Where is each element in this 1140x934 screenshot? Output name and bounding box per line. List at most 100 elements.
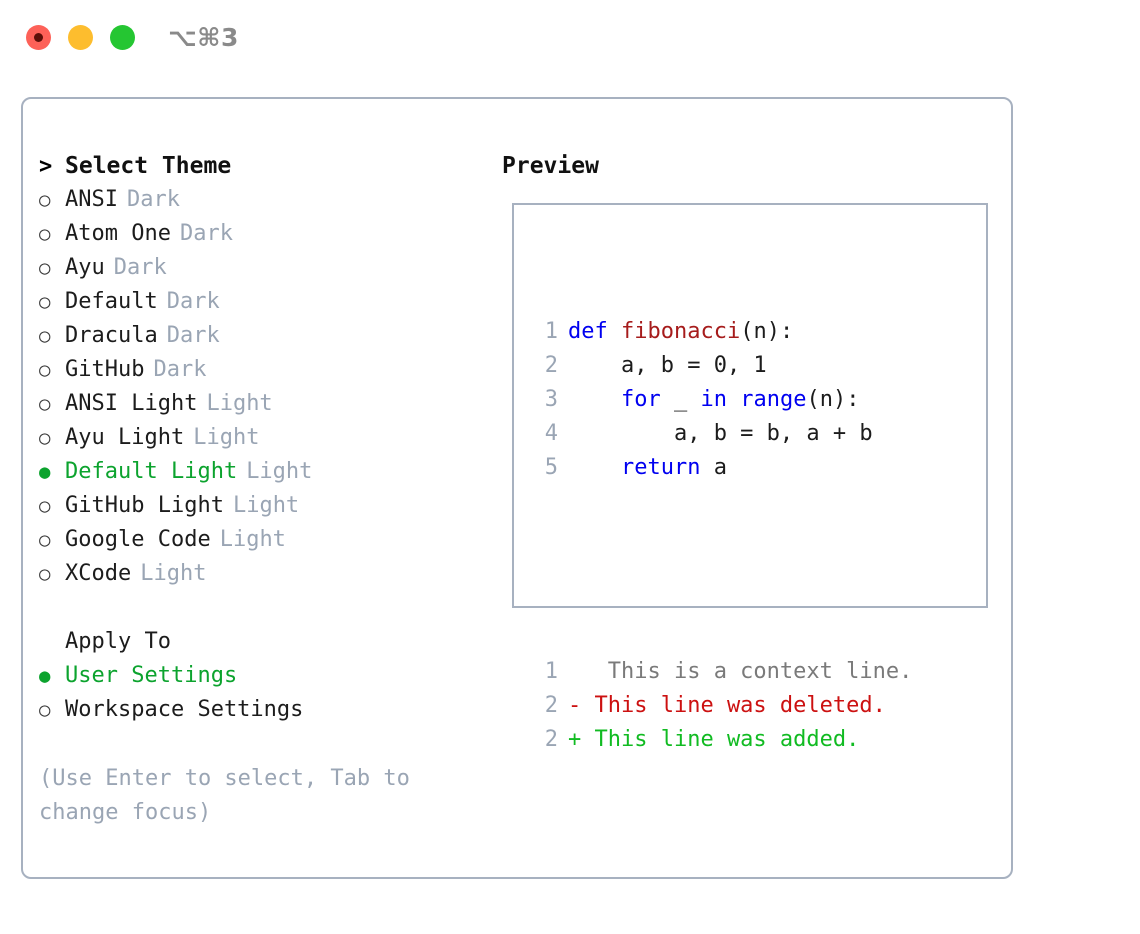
apply-to-option-label: User Settings: [65, 663, 238, 688]
list-spacer: [39, 591, 479, 625]
theme-list-item[interactable]: ○ XCode Light: [39, 557, 479, 591]
theme-name: Atom One: [65, 221, 171, 246]
title-bar: ⌥⌘3: [0, 0, 1140, 78]
theme-variant-badge: Dark: [126, 187, 180, 212]
code-token: fibonacci: [620, 319, 741, 344]
theme-list-item[interactable]: ○ Dracula Dark: [39, 319, 479, 353]
theme-name: ANSI: [65, 187, 118, 212]
diff-block: 1 This is a context line. 2 - This line wa…: [522, 655, 913, 757]
theme-name: Ayu Light: [65, 425, 185, 450]
theme-variant-badge: Dark: [153, 357, 207, 382]
code-token: [568, 455, 621, 480]
code-line: 2 a, b = 0, 1: [522, 349, 912, 383]
diff-line-text: This is a context line.: [568, 659, 913, 684]
theme-list-item[interactable]: ○ ANSI Light Light: [39, 387, 479, 421]
theme-variant-badge: Light: [140, 561, 207, 586]
radio-unselected-icon: ○: [39, 257, 51, 279]
code-line-text: a, b = 0, 1: [568, 349, 767, 383]
code-token: (n):: [740, 319, 794, 344]
code-token: a, b = 0, 1: [568, 353, 767, 378]
radio-selected-icon: ●: [39, 461, 51, 483]
apply-to-option[interactable]: ● User Settings: [39, 659, 479, 693]
radio-selected-icon: ●: [39, 665, 51, 687]
code-token: [568, 387, 621, 412]
code-token: return: [620, 455, 701, 480]
line-number: 1: [544, 659, 558, 684]
radio-unselected-icon: ○: [39, 291, 51, 313]
radio-unselected-icon: ○: [39, 427, 51, 449]
apply-to-header: Apply To: [39, 625, 479, 659]
theme-name: GitHub: [65, 357, 145, 382]
minimize-window-button[interactable]: [68, 25, 93, 50]
theme-variant-badge: Dark: [166, 323, 220, 348]
theme-name: GitHub Light: [65, 493, 224, 518]
radio-unselected-icon: ○: [39, 529, 51, 551]
caret-icon: >: [39, 154, 53, 179]
theme-list-item[interactable]: ○ Ayu Dark: [39, 251, 479, 285]
preview-title: Preview: [502, 153, 599, 179]
line-number: 2: [544, 727, 558, 752]
diff-line-text: - This line was deleted.: [568, 693, 886, 718]
keyboard-hint-text: (Use Enter to select, Tab to change focu…: [39, 766, 424, 825]
code-line-text: a, b = b, a + b: [568, 417, 873, 451]
theme-list-item[interactable]: ○ Default Dark: [39, 285, 479, 319]
apply-to-title: Apply To: [65, 629, 171, 654]
radio-unselected-icon: ○: [39, 223, 51, 245]
theme-variant-badge: Dark: [179, 221, 233, 246]
theme-variant-badge: Dark: [113, 255, 167, 280]
theme-name: ANSI Light: [65, 391, 198, 416]
theme-list-item[interactable]: ○ Ayu Light Light: [39, 421, 479, 455]
code-token: range: [740, 387, 807, 412]
theme-variant-badge: Light: [219, 527, 286, 552]
close-window-button[interactable]: [26, 25, 51, 50]
code-token: a: [700, 455, 727, 480]
code-line: 3 for _ in range(n):: [522, 383, 912, 417]
code-line-text: return a: [568, 451, 727, 485]
code-token: (n):: [806, 387, 860, 412]
theme-list-item[interactable]: ○ GitHub Light Light: [39, 489, 479, 523]
code-token: def: [568, 319, 621, 344]
radio-unselected-icon: ○: [39, 393, 51, 415]
theme-variant-badge: Light: [193, 425, 260, 450]
keyboard-shortcut-label: ⌥⌘3: [168, 23, 239, 52]
traffic-light-controls: [26, 25, 135, 50]
maximize-window-button[interactable]: [110, 25, 135, 50]
radio-unselected-icon: ○: [39, 699, 51, 721]
line-number: 5: [544, 455, 558, 480]
line-number: 2: [544, 693, 558, 718]
theme-list-item[interactable]: ○ Atom One Dark: [39, 217, 479, 251]
code-line-text: def fibonacci(n):: [568, 315, 793, 349]
radio-unselected-icon: ○: [39, 189, 51, 211]
radio-unselected-icon: ○: [39, 325, 51, 347]
apply-to-option-label: Workspace Settings: [65, 697, 304, 722]
radio-unselected-icon: ○: [39, 563, 51, 585]
theme-variant-badge: Light: [206, 391, 273, 416]
diff-line-text: + This line was added.: [568, 727, 860, 752]
code-line: 1 def fibonacci(n):: [522, 315, 912, 349]
radio-unselected-icon: ○: [39, 495, 51, 517]
theme-list-item[interactable]: ○ ANSI Dark: [39, 183, 479, 217]
code-line: 5 return a: [522, 451, 912, 485]
theme-name: Default: [65, 289, 158, 314]
theme-name: Default Light: [65, 459, 238, 484]
theme-name: Dracula: [65, 323, 158, 348]
line-number: 1: [544, 319, 558, 344]
theme-variant-badge: Dark: [166, 289, 220, 314]
theme-name: Ayu: [65, 255, 105, 280]
diff-line: 1 This is a context line.: [522, 655, 913, 689]
code-line-text: for _ in range(n):: [568, 383, 859, 417]
apply-to-option[interactable]: ○ Workspace Settings: [39, 693, 479, 727]
diff-line: 2 + This line was added.: [522, 723, 912, 757]
code-line: 4 a, b = b, a + b: [522, 417, 912, 451]
theme-name: XCode: [65, 561, 132, 586]
line-number: 4: [544, 421, 558, 446]
theme-variant-badge: Light: [232, 493, 300, 518]
